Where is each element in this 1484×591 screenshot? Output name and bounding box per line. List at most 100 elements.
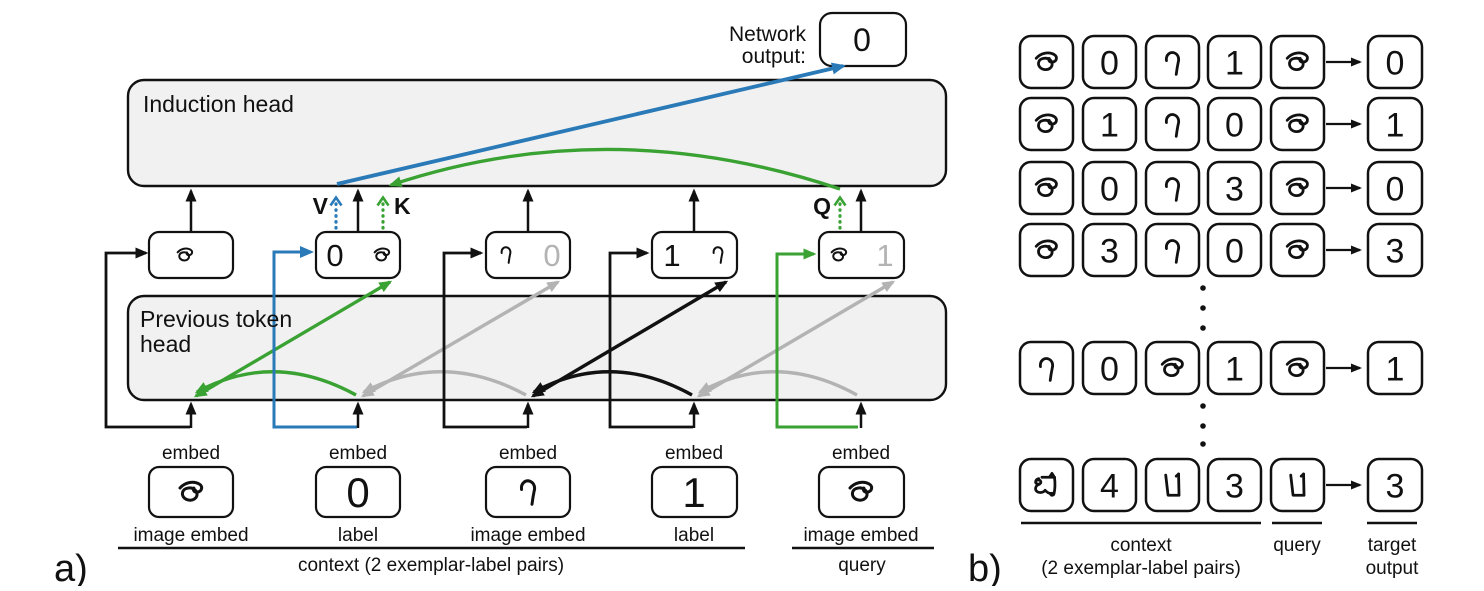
- query-label: Q: [813, 193, 831, 219]
- hidden-state-char: 0: [326, 238, 343, 273]
- token-digit: 0: [1100, 171, 1119, 209]
- token-digit: 3: [1225, 468, 1244, 506]
- token-cell: [1269, 340, 1326, 396]
- input-token-caption-5: image embed: [803, 525, 918, 546]
- context-caption-b-line2: (2 exemplar-label pairs): [1041, 558, 1241, 579]
- embed-label-4: embed: [665, 443, 723, 464]
- input-token-caption-2: label: [338, 525, 378, 546]
- sequence-row-6: 4 3 3: [1018, 457, 1424, 513]
- previous-token-head-label-line1: Previous token: [140, 306, 292, 332]
- token-cell: [1269, 34, 1326, 90]
- token-digit: 3: [1225, 171, 1244, 209]
- ellipsis-dots-2: [1200, 403, 1206, 447]
- input-token-rect-3: [484, 465, 572, 519]
- output-cell: 1: [1366, 96, 1424, 152]
- token-cell: [1269, 160, 1326, 216]
- context-caption-b-line1: context: [1110, 535, 1172, 556]
- panel-b-label: b): [968, 548, 1002, 586]
- token-digit: 1: [1225, 351, 1244, 389]
- token-cell: [1144, 34, 1201, 90]
- induction-output-arrow: [336, 62, 846, 186]
- token-cell: [1144, 222, 1201, 278]
- output-cell: 1: [1366, 340, 1424, 396]
- residual-elbow-arrow-2-value: [272, 246, 357, 429]
- query-caption-b: query: [1273, 535, 1321, 556]
- token-digit: 1: [1225, 45, 1244, 83]
- key-label: K: [394, 193, 411, 219]
- output-digit: 0: [1386, 45, 1405, 83]
- hidden-state-box-1: [147, 230, 235, 280]
- sequence-row-5: 0 1 1: [1018, 340, 1424, 396]
- token-cell: [1144, 340, 1201, 396]
- output-cell: 0: [1366, 34, 1424, 90]
- sequence-row-1: 0 1 0: [1018, 34, 1424, 90]
- token-digit: 0: [1100, 351, 1119, 389]
- input-token-caption-4: label: [674, 525, 714, 546]
- input-token-rect-4: [650, 465, 739, 519]
- hidden-state-rect-4: [650, 230, 739, 280]
- output-cell: 0: [1366, 160, 1424, 216]
- token-cell: 0: [1081, 340, 1138, 396]
- ellipsis-dots-1: [1200, 285, 1206, 331]
- output-digit: 1: [1386, 351, 1405, 389]
- network-output-label-line2: output:: [742, 45, 806, 68]
- panel-b: 0 1 0 1 0 1 0 3 0: [968, 34, 1424, 590]
- hidden-state-char-gray: 1: [876, 238, 893, 273]
- network-output-box: [818, 11, 908, 68]
- token-cell: 0: [1206, 222, 1263, 278]
- output-cell: 3: [1366, 222, 1424, 278]
- token-cell: [1018, 160, 1075, 216]
- value-label: V: [313, 193, 329, 219]
- hidden-state-rect-3: [484, 230, 572, 280]
- induction-head-label: Induction head: [143, 91, 294, 117]
- prev-token-attention-arc-black: [531, 370, 693, 397]
- sequence-row-2: 1 0 1: [1018, 96, 1424, 152]
- network-output-value: 0: [853, 22, 871, 58]
- hidden-state-char: 1: [663, 238, 680, 273]
- token-cell: 0: [1206, 96, 1263, 152]
- network-output-label-line1: Network: [729, 23, 807, 46]
- token-cell: 1: [1081, 96, 1138, 152]
- hidden-state-rect-5: [817, 230, 906, 280]
- input-token-rect-5: [817, 465, 906, 519]
- hidden-state-rect-2: [314, 230, 402, 280]
- token-cell: [1018, 222, 1075, 278]
- residual-elbow-arrow-4: [608, 247, 693, 429]
- token-digit: 0: [1225, 233, 1244, 271]
- input-token-3: image embed: [470, 465, 586, 546]
- hidden-state-box-5: 1: [817, 230, 906, 280]
- query-caption: query: [838, 555, 886, 576]
- previous-token-head-label-line2: head: [140, 331, 191, 357]
- output-cell: 3: [1366, 457, 1424, 513]
- token-digit: 1: [1100, 107, 1119, 145]
- hidden-state-box-2: 0: [314, 230, 402, 280]
- output-digit: 0: [1386, 171, 1405, 209]
- embed-label-3: embed: [499, 443, 557, 464]
- input-token-digit: 1: [682, 469, 705, 516]
- input-token-caption-1: image embed: [133, 525, 248, 546]
- token-cell: [1144, 160, 1201, 216]
- context-caption: context (2 exemplar-label pairs): [298, 555, 564, 576]
- token-cell: 1: [1206, 34, 1263, 90]
- input-token-1: image embed: [133, 465, 249, 546]
- token-cell: [1018, 457, 1075, 513]
- token-cell: 1: [1206, 340, 1263, 396]
- embed-label-1: embed: [162, 443, 220, 464]
- token-digit: 0: [1225, 107, 1244, 145]
- input-token-digit: 0: [346, 469, 369, 516]
- input-token-2: 0 label: [314, 465, 402, 546]
- token-cell: 0: [1081, 34, 1138, 90]
- sequence-row-3: 0 3 0: [1018, 160, 1424, 216]
- token-digit: 4: [1100, 468, 1119, 506]
- panel-a: Induction head Previous token head Netwo…: [54, 11, 948, 590]
- input-token-5: image embed: [803, 465, 919, 546]
- query-key-attention-arc: [388, 147, 841, 191]
- token-cell: [1144, 96, 1201, 152]
- token-digit: 3: [1100, 233, 1119, 271]
- token-cell: 3: [1081, 222, 1138, 278]
- token-cell: [1018, 340, 1075, 396]
- hidden-state-char-gray: 0: [543, 238, 560, 273]
- embed-label-2: embed: [329, 443, 387, 464]
